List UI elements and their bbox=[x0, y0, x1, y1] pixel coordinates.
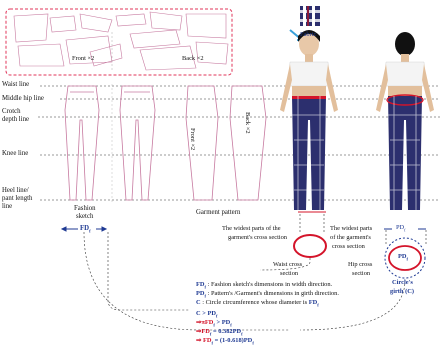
formula-1-text: C > PD bbox=[196, 310, 216, 317]
fashion-sketch-label-2: sketch bbox=[76, 213, 94, 220]
formula-3-a: ⇒FD bbox=[196, 328, 210, 335]
formula-4: ⇒ FDf = (1-0.618)PDf bbox=[196, 337, 254, 346]
widest-parts-2c: cross section bbox=[332, 243, 365, 250]
legend-2-sub: f bbox=[204, 293, 207, 299]
legend-3-fd-sub: f bbox=[317, 302, 319, 308]
formula-4-b: = (1-0.618)PD bbox=[212, 337, 253, 344]
fashion-sketch bbox=[64, 85, 156, 201]
widest-parts-2b: of the garment's bbox=[330, 234, 371, 241]
formula-4-a: ⇒ FD bbox=[196, 337, 212, 344]
middle-hip-line-label: Middle hip line bbox=[2, 95, 44, 102]
hip-cross-section-label-1: Hip cross bbox=[348, 261, 373, 268]
widest-parts-1a: The widest parts of the bbox=[222, 225, 281, 232]
legend-2-symbol: PD bbox=[196, 290, 205, 297]
pdf-circle-text: PD bbox=[398, 253, 407, 260]
formula-4-sub-b: f bbox=[252, 340, 254, 346]
avatar-back bbox=[376, 32, 434, 210]
connector-curves bbox=[83, 214, 427, 331]
legend-3-fd: FD bbox=[308, 299, 318, 306]
fabric-label: Fabric bbox=[300, 31, 317, 38]
legend-1-sub: f bbox=[204, 284, 207, 290]
pattern-back-label: Back ×2 bbox=[244, 112, 251, 134]
waist-line-label: Waist line bbox=[2, 81, 30, 88]
pdf-top-sub: f bbox=[404, 227, 406, 233]
pdf-top-label: PDf bbox=[396, 224, 406, 233]
pattern-front-label: Front ×2 bbox=[189, 128, 196, 151]
widest-parts-1b: garment's cross section bbox=[228, 234, 288, 241]
formula-2: ⇒πFDf > PDf bbox=[196, 319, 232, 328]
legend-1-text: : Fashion sketch's dimensions in width d… bbox=[206, 281, 333, 288]
formula-1: C > PDf bbox=[196, 310, 218, 319]
heel-line-label-1: Heel line/ bbox=[2, 187, 29, 194]
formula-4-sub-a: f bbox=[211, 340, 213, 346]
legend-line-1: FDf : Fashion sketch's dimensions in wid… bbox=[196, 281, 333, 290]
formula-3-sub-a: f bbox=[209, 331, 212, 337]
legend-3-symbol: C bbox=[196, 299, 201, 306]
crotch-line-label-1: Crotch bbox=[2, 108, 21, 115]
fashion-sketch-label-1: Fashion bbox=[74, 205, 96, 212]
hip-cross-section-label-2: section bbox=[352, 270, 371, 277]
back-pieces-label: Back ×2 bbox=[182, 55, 204, 62]
formula-2-sub-b: f bbox=[230, 322, 232, 328]
crotch-line-label-2: depth line bbox=[2, 116, 29, 123]
fabric-swatch bbox=[300, 6, 320, 26]
circle-girth-label-1: Circle's bbox=[392, 279, 413, 286]
legend-2-text: : Pattern's /Garment's dimensions in gir… bbox=[206, 290, 339, 297]
formula-2-sub-a: f bbox=[213, 322, 215, 328]
waist-cross-section-label-2: section bbox=[280, 270, 299, 277]
waist-cross-section-circle bbox=[293, 234, 327, 258]
front-pieces-label: Front ×2 bbox=[72, 55, 95, 62]
dimension-arrows bbox=[60, 211, 426, 232]
avatar-front bbox=[280, 30, 338, 210]
formula-1-sub: f bbox=[215, 313, 218, 319]
pdf-circle-sub: f bbox=[406, 256, 409, 262]
formula-2-a: ⇒πFD bbox=[196, 319, 214, 326]
fdf-label: FDf bbox=[80, 225, 91, 234]
formula-2-b: > PD bbox=[214, 319, 231, 326]
formula-3-sub-b: f bbox=[241, 331, 243, 337]
fdf-sub: f bbox=[89, 228, 91, 234]
garment-pattern bbox=[185, 85, 267, 201]
widest-parts-2a: The widest parts bbox=[330, 225, 373, 232]
pattern-panel-border bbox=[5, 8, 233, 76]
pdf-top-text: PD bbox=[396, 224, 405, 231]
legend-line-3: C : Circle circumference whose diameter … bbox=[196, 299, 319, 308]
knee-line-label: Knee line bbox=[2, 150, 29, 157]
formula-3: ⇒FDf = 0.382PDf bbox=[196, 328, 243, 337]
waist-cross-section-label-1: Waist cross bbox=[273, 261, 303, 268]
legend-1-symbol: FD bbox=[196, 281, 205, 288]
circle-girth-label-2: girth (C) bbox=[390, 288, 414, 295]
legend-3-text: : Circle circumference whose diameter is bbox=[200, 299, 309, 306]
heel-line-label-2: pant length bbox=[2, 195, 33, 202]
garment-pattern-label: Garment pattern bbox=[196, 209, 241, 216]
heel-line-label-3: line bbox=[2, 203, 13, 210]
fdf-text: FD bbox=[80, 225, 90, 232]
avatar-back-plaid bbox=[388, 96, 422, 210]
avatar-front-plaid bbox=[292, 96, 326, 210]
formula-3-b: = 0.382PD bbox=[211, 328, 242, 335]
legend-line-2: PDf : Pattern's /Garment's dimensions in… bbox=[196, 290, 339, 299]
pdf-circle-label: PDf bbox=[398, 253, 409, 262]
hip-cross-section-circle bbox=[388, 245, 422, 271]
girth-circle bbox=[384, 237, 426, 279]
